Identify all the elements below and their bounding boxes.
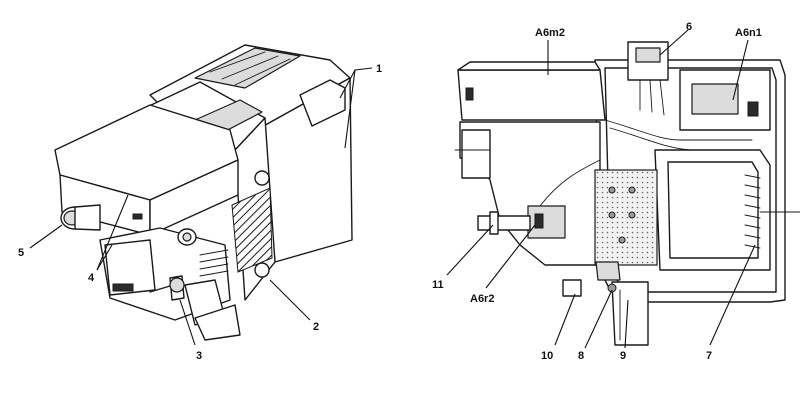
- burner-hole-1: [608, 186, 616, 194]
- top-connector-plug: [635, 47, 661, 63]
- heat-exchanger-fins: [744, 174, 761, 249]
- motor-block-top: [457, 61, 601, 71]
- control-unit-plug: [747, 101, 759, 117]
- label-3: 3: [196, 350, 202, 362]
- rear-housing-connector: [299, 79, 346, 127]
- burner-hole-5: [618, 236, 626, 244]
- combustion-chamber: [594, 169, 658, 266]
- label-2: 2: [313, 321, 319, 333]
- blower-cover: [461, 129, 491, 179]
- glow-plug-clip: [534, 213, 544, 229]
- harness-wires: [639, 79, 665, 116]
- control-unit-board: [691, 83, 739, 115]
- exhaust-pipe: [611, 281, 649, 346]
- bolt-upper: [254, 170, 270, 186]
- wire-route-2: [609, 127, 691, 151]
- label-a6m2: A6m2: [535, 27, 565, 39]
- label-a6n1: A6n1: [735, 27, 762, 39]
- label-10: 10: [541, 350, 553, 362]
- label-11: 11: [432, 279, 444, 291]
- glow-plug-block: [527, 205, 566, 239]
- label-1: 1: [376, 63, 382, 75]
- burner-hole-4: [628, 211, 636, 219]
- wire-route-3: [539, 159, 601, 207]
- front-unit-latch: [132, 213, 143, 220]
- fuel-nozzle: [595, 261, 621, 281]
- left-leaders: [29, 67, 373, 346]
- right-leaders: [446, 29, 756, 349]
- heat-exchanger-inner: [667, 161, 759, 259]
- label-a6r2: A6r2: [470, 293, 494, 305]
- label-5: 5: [18, 247, 24, 259]
- motor-block-tab: [465, 87, 474, 101]
- right-labels: A6m2 A6n1 6 11 A6r2 10 8 9 7: [432, 21, 762, 362]
- coolant-pipe-left: [477, 215, 531, 231]
- coolant-pipe-bore: [182, 232, 192, 242]
- label-7: 7: [706, 350, 712, 362]
- bolt-lower: [254, 262, 270, 278]
- fuel-connector-dark: [112, 283, 134, 292]
- label-8: 8: [578, 350, 584, 362]
- air-intake-tube: [74, 204, 101, 231]
- sensor-head: [169, 277, 185, 293]
- left-labels: 1 2 3 4 5: [18, 63, 382, 362]
- front-unit-side: [149, 159, 239, 236]
- wire-route-1: [604, 119, 753, 141]
- right-cutaway-assembly: [454, 41, 800, 346]
- bottom-fitting: [562, 279, 582, 297]
- motor-block-a6m2: [457, 69, 606, 121]
- pipe-collar: [489, 211, 499, 235]
- label-6: 6: [686, 21, 692, 33]
- label-9: 9: [620, 350, 626, 362]
- left-heater-assembly: [54, 44, 353, 341]
- hatched-heat-exchanger: [231, 187, 273, 273]
- lower-foot: [194, 304, 241, 341]
- burner-hole-3: [608, 211, 616, 219]
- burner-hole-2: [628, 186, 636, 194]
- label-4: 4: [88, 272, 95, 284]
- nozzle-tip: [607, 283, 617, 293]
